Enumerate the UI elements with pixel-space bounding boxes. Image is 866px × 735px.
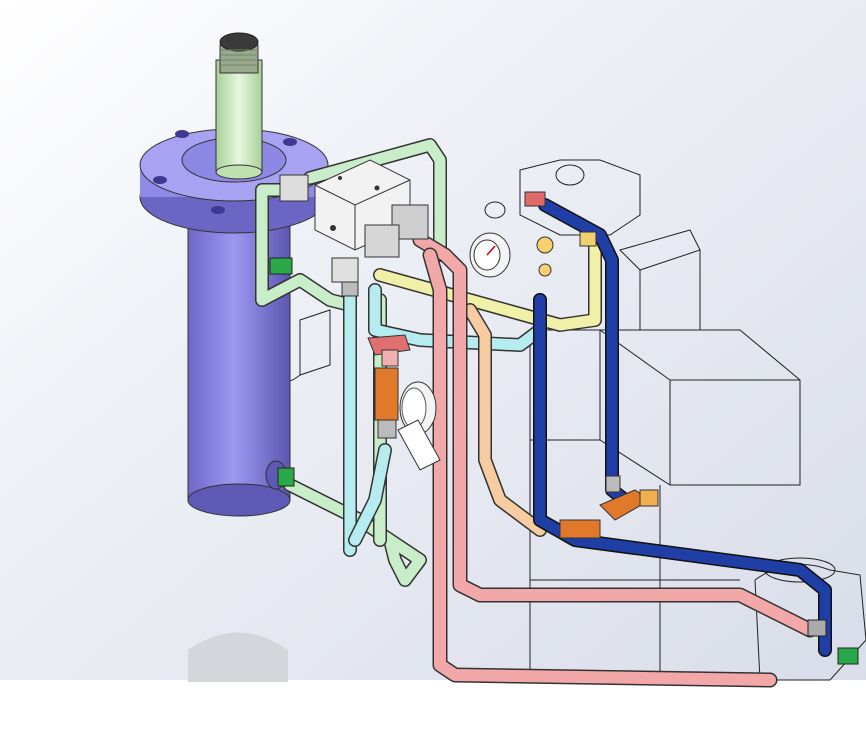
floor-disc [188,632,288,682]
threaded-stem [215,32,263,180]
valve-icon [367,334,411,367]
pipe-peach [463,303,547,537]
bottom-band [0,680,866,735]
green-fittings [269,257,859,665]
pressure-gauge-icon [469,232,554,278]
pressure-gauge-icon [397,381,441,471]
pipe-pink [412,232,818,688]
pipe-blue [533,198,832,657]
tee-fitting-icon [559,475,659,539]
orange-fitting [374,367,399,439]
hex-fittings [279,174,429,297]
red-fittings [524,191,597,247]
